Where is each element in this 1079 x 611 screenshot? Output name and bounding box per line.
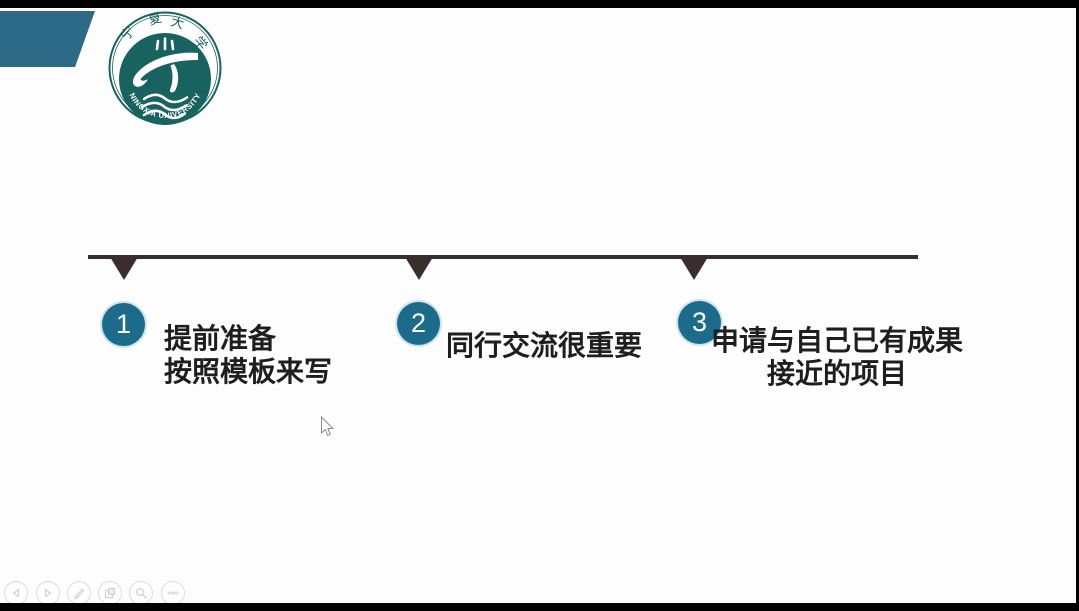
step-3-badge: 3 [678,301,721,344]
magnifier-icon [135,587,147,599]
step-2-text: 同行交流很重要 [446,330,643,361]
timeline-marker-3 [680,257,708,280]
previous-slide-button[interactable] [4,581,28,605]
step-3-text: 申请与自己已有成果 接近的项目 [696,324,978,390]
video-frame-top-bar [0,0,1079,8]
step-1-line-2: 按照模板来写 [164,356,333,387]
logo-swoosh [132,52,198,87]
logo-emblem [140,37,189,120]
slides-icon [104,587,116,599]
logo-char-xia: 夏 [146,10,163,28]
presentation-toolbar [0,580,200,606]
logo-char-da: 大 [169,14,186,32]
video-frame-right-bar [1076,0,1079,611]
mouse-cursor-icon [320,415,335,443]
video-frame-bottom-bar [0,603,1079,611]
step-2-badge: 2 [397,302,440,345]
step-1-badge: 1 [102,303,145,346]
university-logo: 宁 夏 大 学 NINGXIA UNIVERSITY [107,10,223,126]
zoom-tool-button[interactable] [129,581,153,605]
timeline-line [88,255,918,259]
triangle-left-icon [12,588,20,598]
ellipsis-icon [167,591,179,595]
step-1-text: 提前准备 按照模板来写 [164,322,332,388]
triangle-right-icon [44,588,52,598]
timeline-marker-1 [110,257,138,280]
step-1-line-1: 提前准备 [164,323,277,354]
slide-panel-button[interactable] [98,581,122,605]
accent-parallelogram [0,11,95,67]
pen-icon [74,588,85,600]
university-logo-icon: 宁 夏 大 学 NINGXIA UNIVERSITY [108,10,222,125]
pen-tool-button[interactable] [67,581,91,605]
timeline-marker-2 [405,257,433,280]
next-slide-button[interactable] [36,581,60,605]
step-3-line-2: 接近的项目 [766,358,907,389]
more-options-button[interactable] [161,581,185,605]
logo-hook-stroke [169,64,179,93]
step-3-line-1: 申请与自己已有成果 [710,325,963,356]
